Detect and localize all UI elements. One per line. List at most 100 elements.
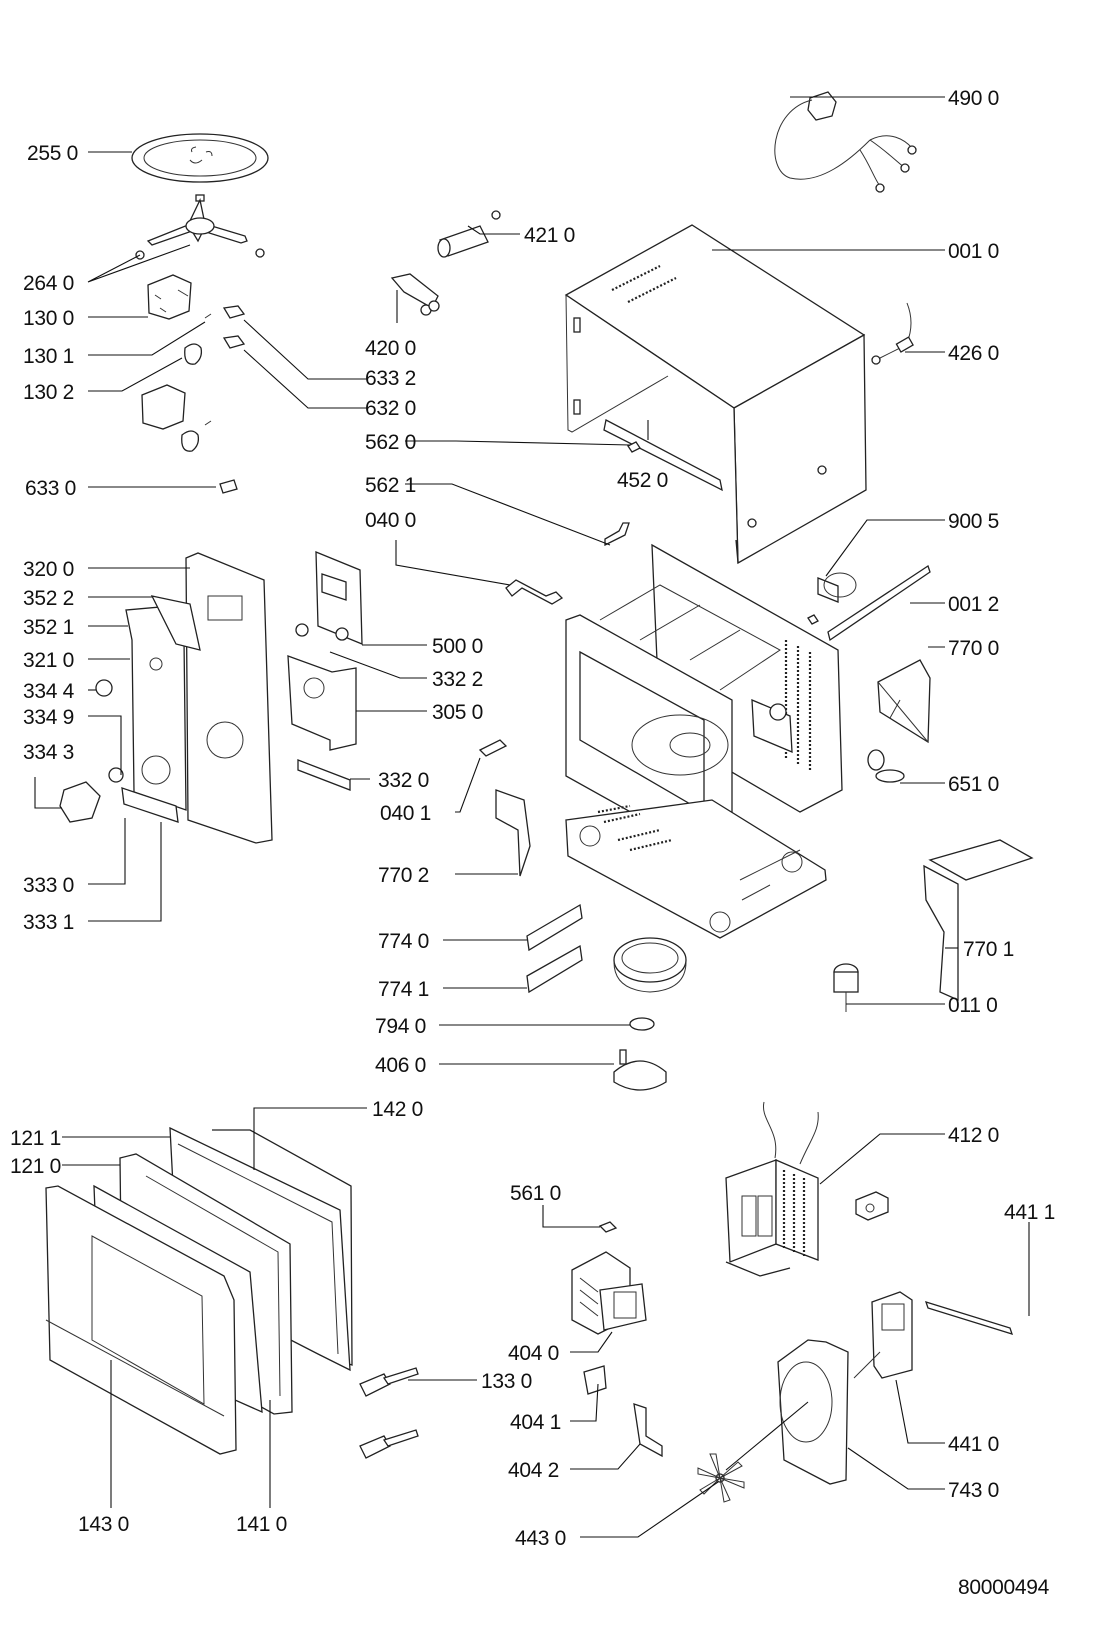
callout-404-0: 404 0 xyxy=(508,1342,560,1365)
hv-capacitor-part xyxy=(390,273,440,316)
timer-bracket-part xyxy=(287,655,357,751)
bracket-0401-part xyxy=(478,739,508,757)
microswitch-parts xyxy=(219,305,246,494)
callout-900-5: 900 5 xyxy=(948,510,1000,533)
power-cord-part xyxy=(774,91,917,193)
turntable-glass-part xyxy=(131,133,269,183)
callout-040-1: 040 1 xyxy=(380,802,432,825)
callout-141-0: 141 0 xyxy=(236,1513,288,1536)
callout-332-0: 332 0 xyxy=(378,769,430,792)
callout-133-0: 133 0 xyxy=(481,1370,533,1393)
capacitor-part xyxy=(437,210,501,258)
rail-part xyxy=(827,564,931,642)
callout-770-0: 770 0 xyxy=(948,637,1000,660)
callout-334-3: 334 3 xyxy=(23,741,75,764)
callout-333-0: 333 0 xyxy=(23,874,75,897)
bracket-4042-part xyxy=(633,1403,663,1458)
thermostat-part xyxy=(583,1365,607,1395)
motor-bracket-part xyxy=(924,1301,1014,1335)
callout-421-0: 421 0 xyxy=(524,224,576,247)
callout-562-0: 562 0 xyxy=(365,431,417,454)
magnetron-part xyxy=(571,1251,647,1335)
callout-651-0: 651 0 xyxy=(948,773,1000,796)
bracket-0400-part xyxy=(505,579,564,605)
callout-633-2: 633 2 xyxy=(365,367,417,390)
bracket-5621-part xyxy=(604,522,630,547)
waveguide-cover-parts xyxy=(526,903,583,994)
callout-426-0: 426 0 xyxy=(948,342,1000,365)
control-panel-overlay-part xyxy=(125,595,201,811)
callout-130-0: 130 0 xyxy=(23,307,75,330)
callout-441-0: 441 0 xyxy=(948,1433,1000,1456)
coupler-part xyxy=(629,1017,655,1031)
callout-352-1: 352 1 xyxy=(23,616,75,639)
turntable-motor-part xyxy=(613,1049,667,1091)
thermal-cutout-part xyxy=(598,1221,618,1233)
latch-assembly-part xyxy=(141,274,212,452)
callout-562-1: 562 1 xyxy=(365,474,417,497)
small-clip-part xyxy=(807,614,819,625)
control-panel-frame-part xyxy=(185,552,273,844)
callout-264-0: 264 0 xyxy=(23,272,75,295)
callout-406-0: 406 0 xyxy=(375,1054,427,1077)
fan-motor-part xyxy=(853,1291,913,1379)
callout-633-0: 633 0 xyxy=(25,477,77,500)
callout-404-1: 404 1 xyxy=(510,1411,562,1434)
callout-333-1: 333 1 xyxy=(23,911,75,934)
lamp-part xyxy=(867,749,905,783)
callout-770-2: 770 2 xyxy=(378,864,430,887)
callout-794-0: 794 0 xyxy=(375,1015,427,1038)
knob-parts xyxy=(59,679,124,823)
support-bracket-part xyxy=(923,839,1034,1002)
button-set-part xyxy=(297,759,351,791)
callout-142-0: 142 0 xyxy=(372,1098,424,1121)
spacer-block-part xyxy=(855,1191,889,1221)
callout-441-1: 441 1 xyxy=(1004,1201,1056,1224)
callout-332-2: 332 2 xyxy=(432,668,484,691)
air-duct-part xyxy=(877,659,931,744)
clamp-part xyxy=(817,572,857,603)
bracket-7702-part xyxy=(495,789,531,877)
foot-part xyxy=(833,963,859,1012)
callout-334-9: 334 9 xyxy=(23,706,75,729)
callout-040-0: 040 0 xyxy=(365,509,417,532)
push-button-part xyxy=(121,787,179,823)
callout-420-0: 420 0 xyxy=(365,337,417,360)
leader-lines xyxy=(34,96,1030,1538)
callout-121-1: 121 1 xyxy=(10,1127,62,1150)
callout-743-0: 743 0 xyxy=(948,1479,1000,1502)
callout-561-0: 561 0 xyxy=(510,1182,562,1205)
callout-352-2: 352 2 xyxy=(23,587,75,610)
callout-500-0: 500 0 xyxy=(432,635,484,658)
hv-diode-part xyxy=(871,302,914,365)
callout-255-0: 255 0 xyxy=(27,142,79,165)
callout-770-1: 770 1 xyxy=(963,938,1015,961)
callout-321-0: 321 0 xyxy=(23,649,75,672)
callout-011-0: 011 0 xyxy=(948,994,998,1017)
oven-cavity-part xyxy=(565,543,843,939)
callout-490-0: 490 0 xyxy=(948,87,1000,110)
fan-blade-part xyxy=(697,1453,745,1503)
callout-121-0: 121 0 xyxy=(10,1155,62,1178)
drawing-number: 80000494 xyxy=(958,1576,1050,1599)
callout-320-0: 320 0 xyxy=(23,558,75,581)
callout-305-0: 305 0 xyxy=(432,701,484,724)
heating-element-part xyxy=(603,419,723,492)
callout-632-0: 632 0 xyxy=(365,397,417,420)
callout-412-0: 412 0 xyxy=(948,1124,1000,1147)
roller-support-part xyxy=(135,194,265,260)
callout-774-0: 774 0 xyxy=(378,930,430,953)
callout-452-0: 452 0 xyxy=(617,469,669,492)
callout-001-0: 001 0 xyxy=(948,240,1000,263)
control-board-part xyxy=(295,551,363,645)
clip-part xyxy=(627,441,641,453)
door-hook-parts xyxy=(359,1367,419,1459)
stirrer-ring-part xyxy=(613,937,687,993)
callout-130-2: 130 2 xyxy=(23,381,75,404)
callout-130-1: 130 1 xyxy=(23,345,75,368)
outer-cabinet-part xyxy=(564,224,867,565)
callout-334-4: 334 4 xyxy=(23,680,75,703)
callout-404-2: 404 2 xyxy=(508,1459,560,1482)
transformer-part xyxy=(725,1101,819,1277)
